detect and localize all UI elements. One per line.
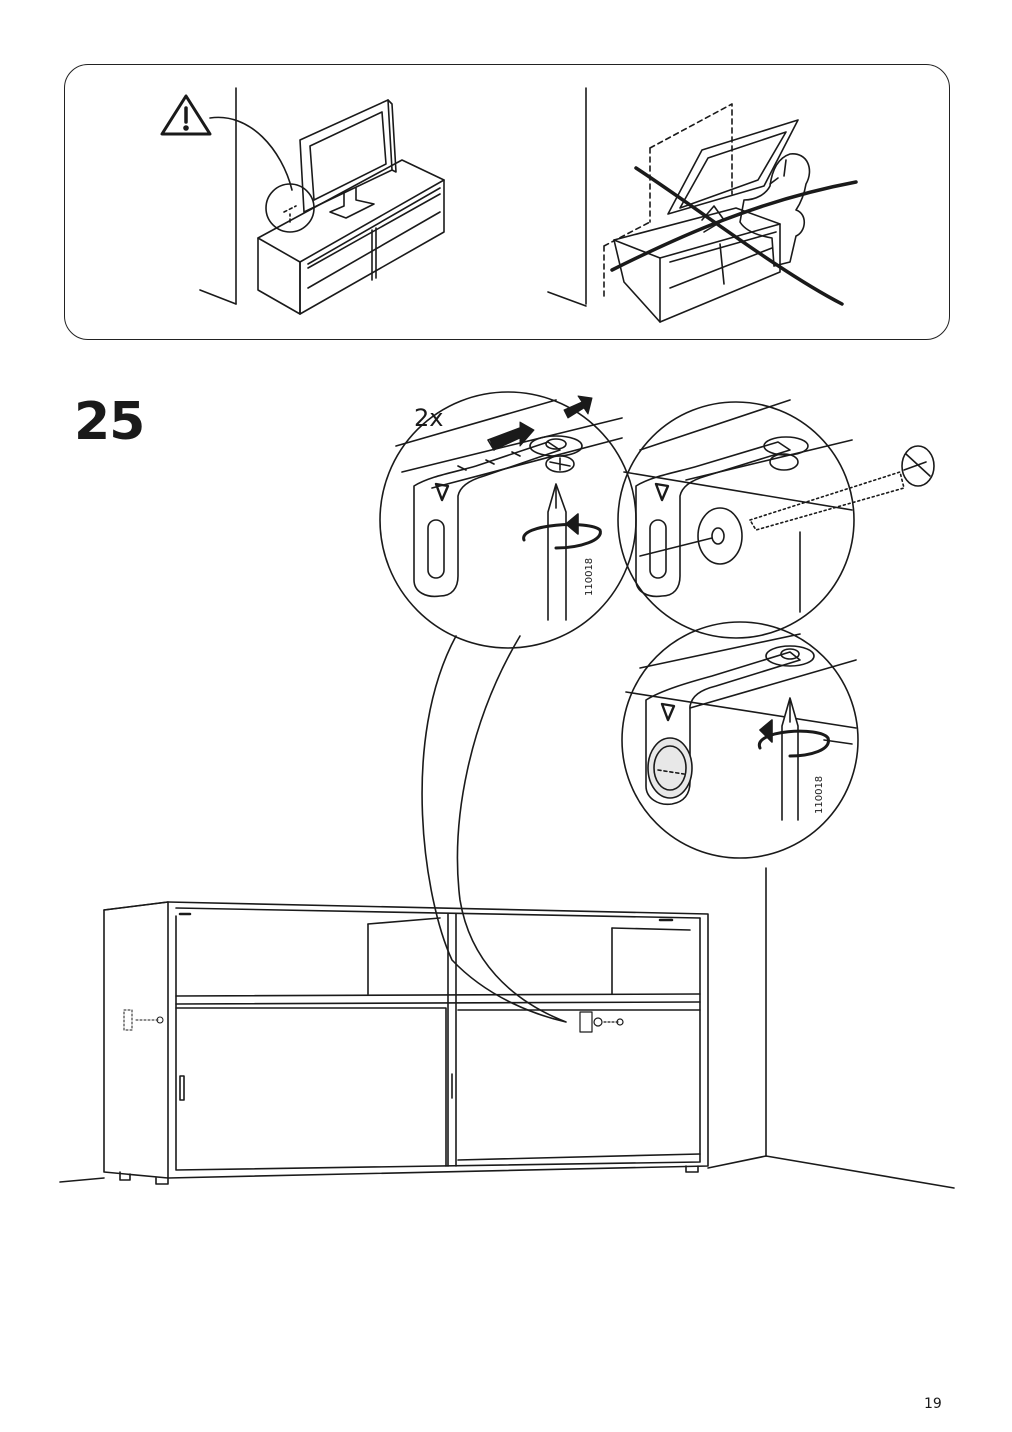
step-number: 25	[74, 392, 145, 452]
warning-panel	[64, 64, 950, 340]
correct-placement-illustration	[160, 87, 445, 315]
detail-circle-cap	[621, 621, 859, 859]
detail-circle-bracket-screw	[379, 391, 637, 649]
page-number: 19	[924, 1396, 942, 1412]
warning-icon	[160, 94, 212, 136]
tv-bench-illustration	[103, 901, 709, 1185]
tool-code-label-2: 110018	[814, 776, 825, 814]
quantity-label: 2x	[414, 404, 444, 432]
wall-corner	[59, 867, 955, 1189]
detail-circle-wall-plug	[617, 399, 935, 639]
wall-bracket-mark	[579, 1011, 624, 1033]
callout-pointer	[421, 635, 567, 1023]
side-bracket-mark	[123, 1009, 164, 1031]
tool-code-label-1: 110018	[584, 558, 595, 596]
incorrect-placement-illustration	[547, 87, 858, 323]
